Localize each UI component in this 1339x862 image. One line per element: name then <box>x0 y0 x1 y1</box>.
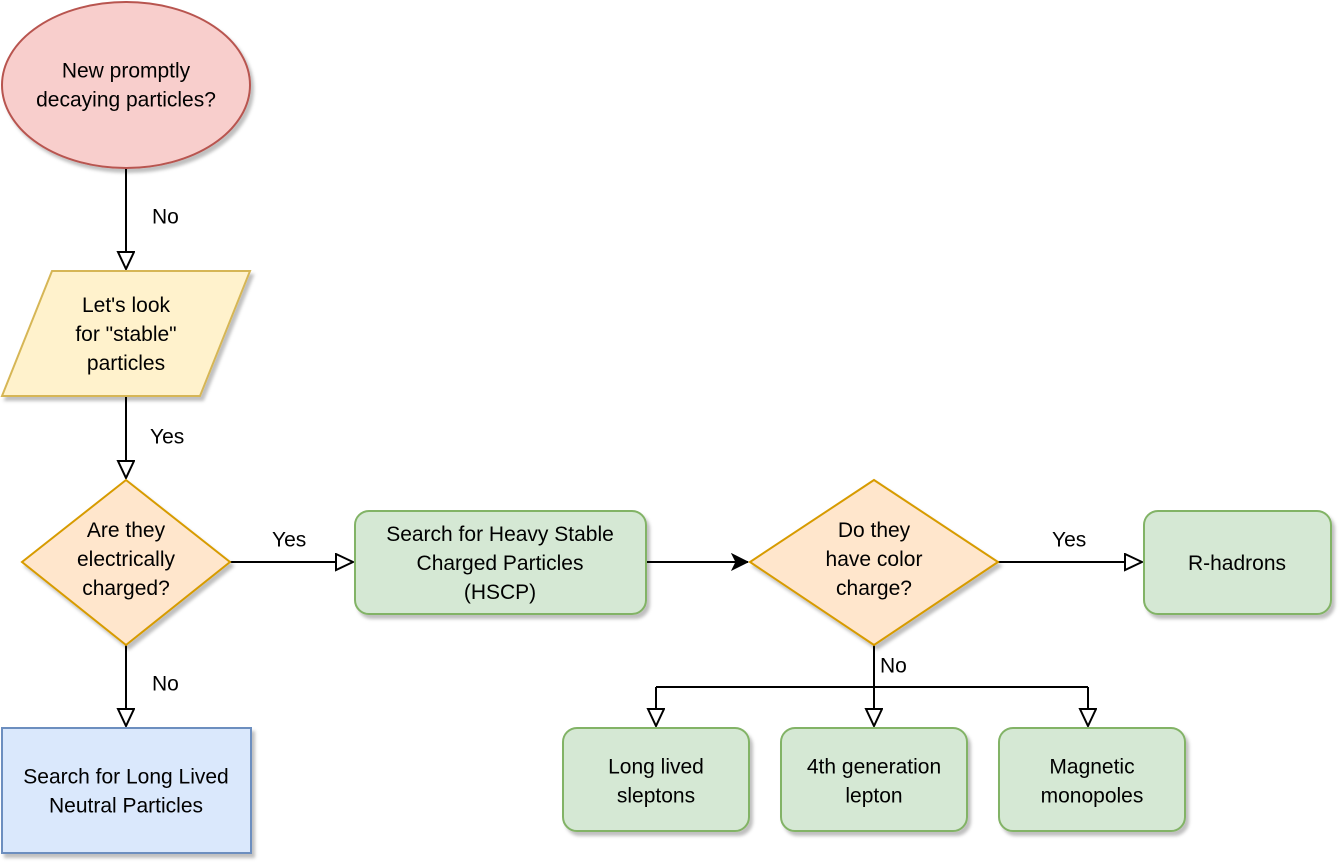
node-text-line: Search for Long Lived <box>23 765 228 788</box>
node-sleptons: Long lived sleptons <box>562 727 750 832</box>
node-text-line: Magnetic <box>1049 755 1134 778</box>
node-text-line: Search for Heavy Stable <box>386 523 614 546</box>
node-rhadrons-text: R-hadrons <box>1188 552 1286 575</box>
node-charged: Are they electrically charged? <box>20 478 232 647</box>
node-text-line: lepton <box>845 784 902 807</box>
edges <box>126 168 1142 726</box>
label-stable-to-charged: Yes <box>150 426 184 449</box>
node-color-text: Do they have color charge? <box>826 519 923 600</box>
monopoles-box <box>998 727 1186 832</box>
node-start-text: New promptly decaying particles? <box>36 59 216 111</box>
node-text-line: decaying particles? <box>36 88 216 111</box>
node-text-line: Charged Particles <box>417 552 584 575</box>
label-start-to-stable: No <box>152 206 179 229</box>
lepton4-box <box>780 727 968 832</box>
node-text-line: R-hadrons <box>1188 552 1286 575</box>
edge-labels: No Yes Yes No Yes No <box>150 206 1086 696</box>
node-monopoles: Magnetic monopoles <box>998 727 1186 832</box>
node-sleptons-text: Long lived sleptons <box>608 755 704 807</box>
rhadrons-box <box>1143 510 1332 615</box>
start-ellipse <box>1 1 251 169</box>
node-text-line: Neutral Particles <box>49 794 203 817</box>
node-text-line: New promptly <box>62 59 191 82</box>
node-text-line: for "stable" <box>75 323 176 346</box>
charged-diamond <box>20 478 232 647</box>
node-color: Do they have color charge? <box>748 478 1000 647</box>
node-text-line: Are they <box>87 519 166 542</box>
color-diamond <box>748 478 1000 647</box>
node-stable: Let's look for "stable" particles <box>0 270 252 397</box>
node-text-line: have color <box>826 548 923 571</box>
node-text-line: Long lived <box>608 755 704 778</box>
hscp-box <box>354 510 647 615</box>
node-monopoles-text: Magnetic monopoles <box>1041 755 1144 807</box>
node-lepton4-text: 4th generation lepton <box>807 755 941 807</box>
node-text-line: Do they <box>838 519 911 542</box>
node-charged-text: Are they electrically charged? <box>77 519 176 600</box>
label-charged-to-hscp: Yes <box>272 529 306 552</box>
label-color-to-branches: No <box>880 655 907 678</box>
node-text-line: 4th generation <box>807 755 941 778</box>
node-text-line: charge? <box>836 577 912 600</box>
node-text-line: charged? <box>82 577 170 600</box>
label-charged-to-llnp: No <box>152 673 179 696</box>
sleptons-box <box>562 727 750 832</box>
node-text-line: (HSCP) <box>464 581 536 604</box>
node-text-line: Let's look <box>82 294 171 317</box>
stable-parallelogram <box>0 270 252 397</box>
node-stable-text: Let's look for "stable" particles <box>75 294 176 375</box>
node-start: New promptly decaying particles? <box>1 1 251 169</box>
label-color-to-rhadrons: Yes <box>1052 529 1086 552</box>
node-text-line: particles <box>87 352 165 375</box>
llnp-box <box>1 727 252 854</box>
node-lepton4: 4th generation lepton <box>780 727 968 832</box>
node-text-line: monopoles <box>1041 784 1144 807</box>
node-rhadrons: R-hadrons <box>1143 510 1332 615</box>
node-text-line: electrically <box>77 548 176 571</box>
node-text-line: sleptons <box>617 784 695 807</box>
